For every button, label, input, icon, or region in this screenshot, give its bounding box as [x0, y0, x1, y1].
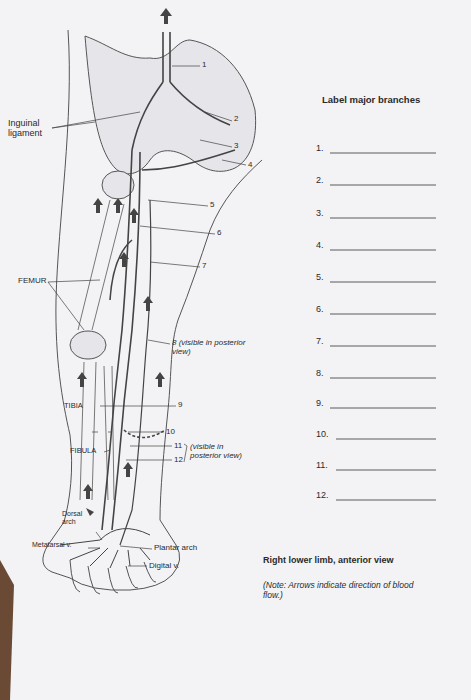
callout-number: 9 [178, 400, 182, 409]
callout-number: 6 [217, 228, 221, 237]
answer-blanks [330, 153, 436, 500]
leader-lines [48, 66, 246, 566]
callout-number: 11 [174, 441, 182, 450]
structure-label: Inguinal ligament [8, 118, 54, 139]
callout-number: 2 [234, 114, 238, 123]
list-number: 4. [316, 240, 324, 250]
callout-number: 5 [210, 200, 214, 209]
callout-number: 1 [202, 60, 206, 69]
structure-label: Digital v. [149, 561, 179, 570]
bone-label: FEMUR [18, 276, 46, 285]
callout-number: 7 [202, 261, 206, 270]
callout-number: 3 [234, 141, 238, 150]
callout-note: (visible in posterior view) [190, 442, 256, 460]
list-number: 8. [316, 368, 324, 378]
list-number: 7. [316, 336, 324, 346]
callout-number: 4 [248, 160, 252, 169]
structure-label: Plantar arch [154, 543, 197, 552]
bone-label: TIBIA [64, 402, 83, 411]
finger [0, 560, 14, 700]
leg-outline [43, 30, 262, 594]
list-number: 11. [316, 460, 328, 470]
worksheet-title: Label major branches [322, 95, 420, 106]
flow-arrows [77, 8, 172, 516]
structure-label: Metatarsal v. [32, 541, 72, 549]
bone-label: FIBULA [70, 447, 96, 456]
list-number: 12. [316, 490, 329, 500]
list-number: 9. [316, 398, 324, 408]
list-number: 2. [316, 175, 324, 185]
callout-number: 8 (visible in posterior view) [172, 338, 250, 356]
figure-note: (Note: Arrows indicate direction of bloo… [263, 581, 423, 601]
list-number: 5. [316, 272, 324, 282]
veins [60, 32, 235, 568]
structure-label: Dorsal arch [62, 510, 94, 526]
figure-caption: Right lower limb, anterior view [263, 555, 453, 565]
callout-number: 12 [174, 455, 183, 464]
list-number: 6. [316, 304, 324, 314]
callout-number: 10 [166, 427, 175, 436]
list-number: 3. [316, 208, 324, 218]
list-number: 1. [316, 143, 324, 153]
list-number: 10. [316, 429, 329, 439]
